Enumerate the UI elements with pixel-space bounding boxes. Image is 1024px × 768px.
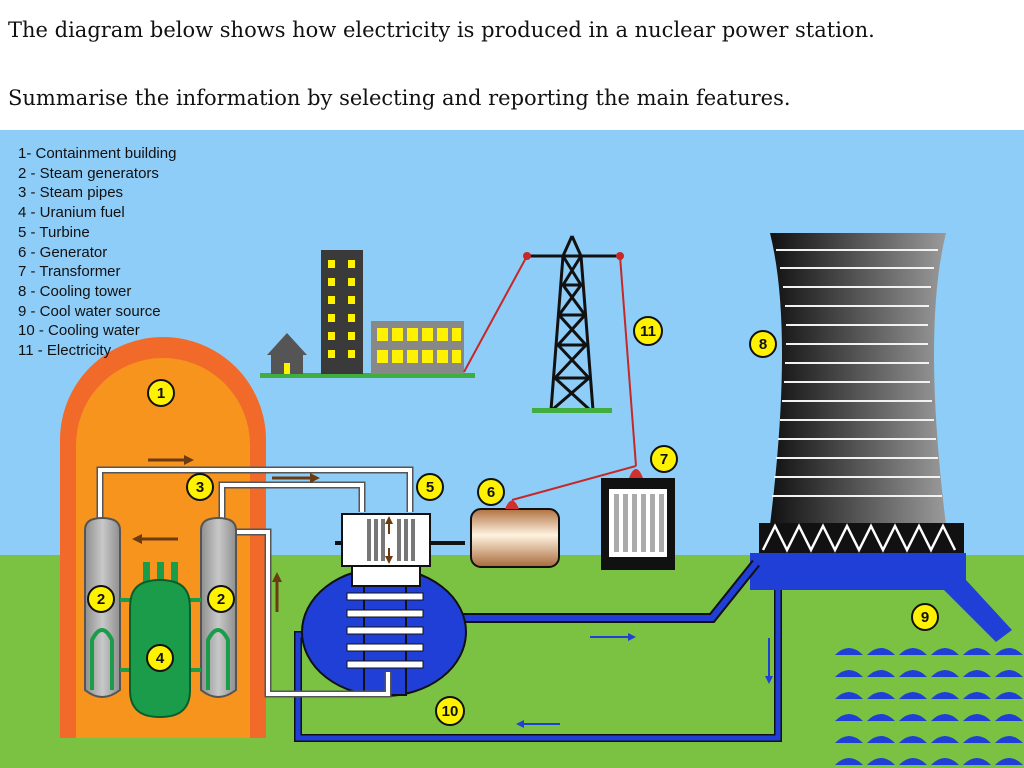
svg-text:1: 1 bbox=[157, 385, 165, 402]
legend-item-steam-pipes: 3 - Steam pipes bbox=[18, 184, 124, 202]
legend-item-cooling-water: 10 - Cooling water bbox=[18, 322, 140, 340]
electricity-lines bbox=[463, 255, 637, 501]
legend-item-cooling-tower: 8 - Cooling tower bbox=[18, 282, 132, 300]
condenser bbox=[301, 567, 467, 697]
legend: 1- Containment building 2 - Steam genera… bbox=[18, 144, 176, 361]
nuclear-power-diagram: 1 2 2 3 4 5 6 7 8 9 10 11 bbox=[0, 130, 1024, 768]
marker-2-right: 2 bbox=[207, 585, 235, 613]
marker-10: 10 bbox=[435, 696, 465, 726]
svg-text:11: 11 bbox=[640, 323, 656, 340]
marker-7: 7 bbox=[650, 445, 678, 473]
marker-6: 6 bbox=[477, 478, 505, 506]
cool-water-source-waves bbox=[835, 648, 1023, 765]
marker-2-left: 2 bbox=[87, 585, 115, 613]
turbine bbox=[335, 513, 465, 587]
svg-text:9: 9 bbox=[921, 609, 929, 626]
cooling-tower bbox=[750, 233, 1012, 642]
svg-text:7: 7 bbox=[660, 451, 668, 468]
marker-9: 9 bbox=[911, 603, 939, 631]
svg-text:8: 8 bbox=[759, 336, 767, 353]
svg-text:2: 2 bbox=[97, 591, 105, 608]
legend-item-steam-generators: 2 - Steam generators bbox=[18, 164, 159, 182]
marker-11: 11 bbox=[633, 316, 663, 346]
legend-item-turbine: 5 - Turbine bbox=[18, 223, 90, 241]
legend-item-cool-water-source: 9 - Cool water source bbox=[18, 302, 161, 320]
svg-text:4: 4 bbox=[156, 650, 165, 667]
generator bbox=[470, 500, 560, 568]
electricity-pylon bbox=[527, 235, 620, 412]
uranium-fuel-reactor bbox=[129, 562, 191, 719]
prompt-line-2: Summarise the information by selecting a… bbox=[8, 86, 791, 110]
legend-item-containment-building: 1- Containment building bbox=[18, 145, 177, 162]
legend-item-generator: 6 - Generator bbox=[18, 243, 108, 261]
svg-text:10: 10 bbox=[442, 703, 459, 720]
legend-item-transformer: 7 - Transformer bbox=[18, 263, 121, 281]
transformer bbox=[601, 469, 675, 570]
steam-pipes bbox=[96, 466, 414, 698]
svg-text:5: 5 bbox=[426, 479, 434, 496]
flow-arrows bbox=[516, 633, 773, 728]
marker-5: 5 bbox=[416, 473, 444, 501]
legend-item-uranium-fuel: 4 - Uranium fuel bbox=[18, 204, 125, 222]
prompt-line-1: The diagram below shows how electricity … bbox=[8, 18, 875, 42]
svg-text:6: 6 bbox=[487, 484, 495, 501]
town bbox=[260, 250, 475, 378]
marker-8: 8 bbox=[749, 330, 777, 358]
marker-4: 4 bbox=[146, 644, 174, 672]
legend-item-electricity: 11 - Electricity bbox=[18, 342, 112, 360]
marker-1: 1 bbox=[147, 379, 175, 407]
svg-text:2: 2 bbox=[217, 591, 225, 608]
svg-text:3: 3 bbox=[196, 479, 204, 496]
marker-3: 3 bbox=[186, 473, 214, 501]
